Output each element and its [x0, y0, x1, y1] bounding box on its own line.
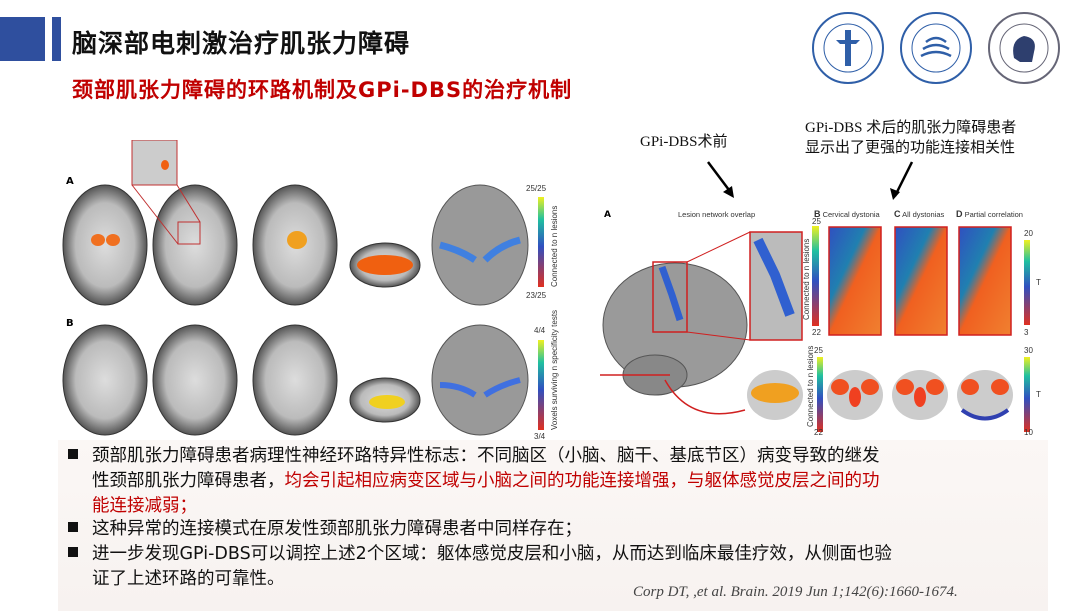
colorbar-a — [538, 197, 544, 287]
bullet-2-text: 这种异常的连接模式在原发性颈部肌张力障碍患者中同样存在； — [92, 519, 582, 539]
row-a-slices — [62, 140, 529, 306]
bullet-3-line2: 证了上述环路的可靠性。 — [92, 569, 285, 589]
slide-subtitle: 颈部肌张力障碍的环路机制及GPi-DBS的治疗机制 — [72, 78, 573, 102]
bullet-1-highlight: 均会引起相应病变区域与小脑之间的功能连接增强，与躯体感觉皮层之间的功 — [284, 471, 880, 491]
square-bullet-icon — [68, 522, 78, 532]
bullet-1-line1: 颈部肌张力障碍患者病理性神经环路特异性标志：不同脑区（小脑、脑干、基底节区）病变… — [92, 446, 880, 466]
square-bullet-icon — [68, 449, 78, 459]
arrow-icon — [664, 379, 746, 415]
temple-seal-icon — [911, 23, 961, 73]
annotation-pre-dbs: GPi-DBS术前 — [640, 134, 728, 150]
bullet-3-line1: 进一步发现GPi-DBS可以调控上述2个区域：躯体感觉皮层和小脑，从而达到临床最… — [92, 544, 892, 564]
seal-icon — [823, 23, 873, 73]
bullet-1: 颈部肌张力障碍患者病理性神经环路特异性标志：不同脑区（小脑、脑干、基底节区）病变… — [68, 444, 1028, 519]
scale3-min: 22 — [814, 428, 823, 435]
figure-right-connectivity: A Lesion network overlap B Cervical dyst… — [600, 209, 1041, 435]
figure-left-brain-slices: A 25/25 23/25 Connected to n lesions B 4… — [62, 140, 559, 440]
colorbar-b-label: Voxels surviving n specificity tests — [550, 310, 559, 430]
colorbar-1 — [812, 226, 819, 326]
arrow-down-icon — [890, 188, 900, 200]
bullet-text-area — [58, 440, 1048, 611]
colorbar-3 — [817, 357, 823, 432]
colorbar-a-label: Connected to n lesions — [550, 206, 559, 287]
scale2-max: 20 — [1024, 229, 1033, 238]
colorbar-2 — [1024, 240, 1030, 325]
panel-label-a: A — [604, 210, 611, 220]
panel-label-b: B — [66, 318, 74, 329]
panel-c-map — [894, 226, 948, 336]
logo-capital-medical-university — [812, 12, 884, 84]
head-seal-icon — [999, 23, 1049, 73]
colorbar-4 — [1024, 357, 1030, 432]
header-accent-bar — [0, 17, 45, 61]
colorbar-b-min: 3/4 — [534, 432, 546, 440]
square-bullet-icon — [68, 547, 78, 557]
scale2-min: 3 — [1024, 328, 1029, 337]
annotation-arrows — [707, 161, 914, 200]
scale4-label: T — [1036, 390, 1041, 399]
annotation-post-dbs-line1: GPi-DBS 术后的肌张力障碍患者 — [805, 120, 1017, 136]
arrow-down-icon — [723, 186, 734, 198]
bullet-3: 进一步发现GPi-DBS可以调控上述2个区域：躯体感觉皮层和小脑，从而达到临床最… — [68, 542, 1028, 592]
panel-b-title: B Cervical dystonia — [814, 209, 881, 219]
panel-b-map — [828, 226, 882, 336]
scale2-label: T — [1036, 278, 1041, 287]
header-accent-bar-thin — [52, 17, 61, 61]
bullet-1-line2: 性颈部肌张力障碍患者， — [92, 471, 285, 491]
panel-d-title: D Partial correlation — [956, 209, 1023, 219]
logo-beijing-tiantan-hospital — [900, 12, 972, 84]
scale1-max: 25 — [812, 217, 821, 226]
scale4-max: 30 — [1024, 346, 1033, 355]
panel-d-map — [958, 226, 1012, 336]
scale3-max: 25 — [814, 346, 823, 355]
scale1-min: 22 — [812, 328, 821, 337]
bullet-1-highlight-end: 能连接减弱； — [92, 496, 197, 516]
panel-label-a: A — [66, 176, 74, 187]
scale4-min: 10 — [1024, 428, 1033, 435]
row-b-slices — [62, 324, 529, 436]
panel-c-title: C All dystonias — [894, 209, 945, 219]
slide-title: 脑深部电刺激治疗肌张力障碍 — [72, 29, 411, 58]
colorbar-a-min: 23/25 — [526, 291, 547, 300]
citation: Corp DT, ,et al. Brain. 2019 Jun 1;142(6… — [633, 584, 958, 600]
annotation-post-dbs-line2: 显示出了更强的功能连接相关性 — [805, 140, 1016, 156]
colorbar-b-max: 4/4 — [534, 326, 546, 335]
scale1-label: Connected to n lesions — [802, 239, 811, 320]
scale3-label: Connected to n lesions — [806, 346, 815, 427]
panel-a-title: Lesion network overlap — [678, 210, 755, 219]
cerebellum-row — [747, 370, 1013, 421]
colorbar-b — [538, 340, 544, 430]
colorbar-a-max: 25/25 — [526, 184, 547, 193]
bullet-2: 这种异常的连接模式在原发性颈部肌张力障碍患者中同样存在； — [68, 517, 1028, 542]
logo-functional-neurosurgery — [988, 12, 1060, 84]
